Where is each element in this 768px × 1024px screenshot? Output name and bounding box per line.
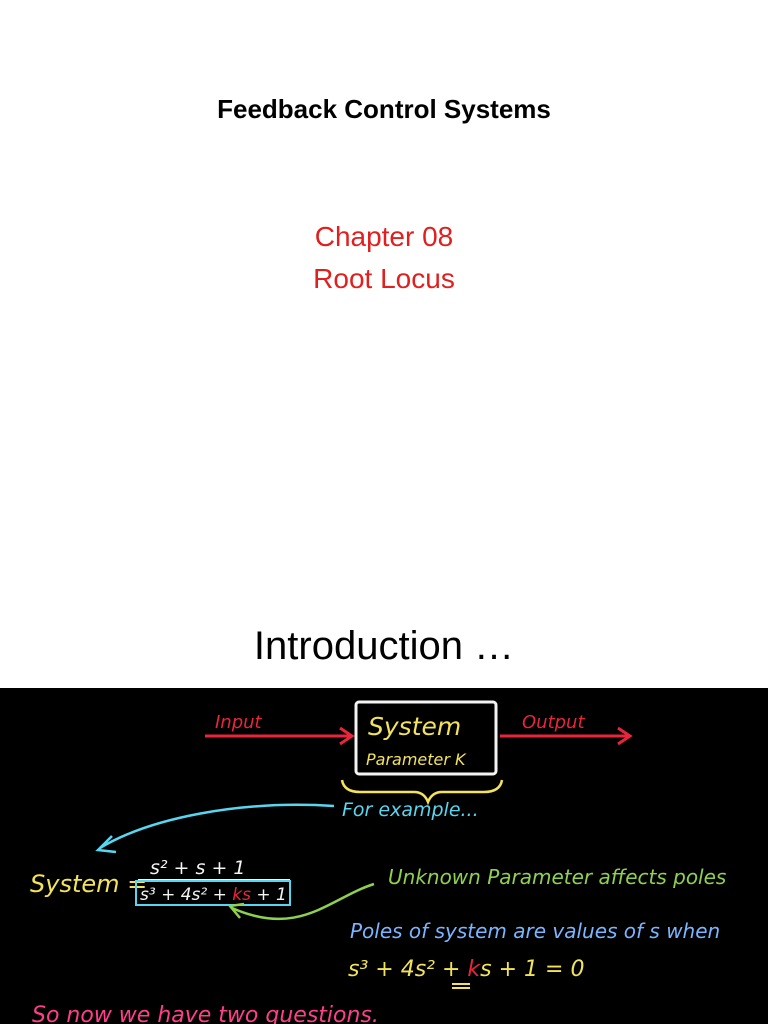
denominator-box (135, 880, 291, 906)
parameter-label: Parameter K (366, 750, 467, 769)
introduction-title: Introduction … (253, 624, 515, 668)
chalkboard-image: Input System Parameter K Output For exam… (0, 688, 768, 1024)
unknown-parameter-arrowhead-icon (227, 902, 245, 919)
chapter-topic: Root Locus (313, 263, 455, 294)
system-label: System (368, 712, 461, 741)
slide-title: Feedback Control Systems (217, 94, 551, 124)
chapter-number: Chapter 08 (314, 221, 454, 252)
system-box (354, 700, 498, 776)
input-arrowhead-icon (339, 726, 355, 746)
for-example-arrow (99, 803, 335, 850)
denominator: s³ + 4s² + ks + 1 (140, 885, 287, 905)
for-example-label: For example... (342, 799, 479, 821)
output-label: Output (522, 712, 585, 733)
brace-icon (340, 779, 504, 806)
chalkboard-drawing: Input System Parameter K Output For exam… (30, 700, 726, 1024)
unknown-parameter-arrow (231, 882, 375, 921)
questions-note: So now we have two questions. (32, 1003, 379, 1024)
for-example-arrowhead-icon (95, 835, 117, 854)
unknown-parameter-note: Unknown Parameter affects poles (388, 865, 726, 889)
output-arrowhead-icon (617, 726, 633, 746)
characteristic-equation: s³ + 4s² + ks + 1 = 0 (348, 957, 584, 982)
chapter-heading: Chapter 08 Root Locus (0, 216, 768, 300)
system-equation-label: System = (30, 870, 147, 898)
poles-note: Poles of system are values of s when (350, 919, 720, 943)
numerator: s² + s + 1 (150, 857, 246, 879)
input-label: Input (215, 712, 263, 733)
